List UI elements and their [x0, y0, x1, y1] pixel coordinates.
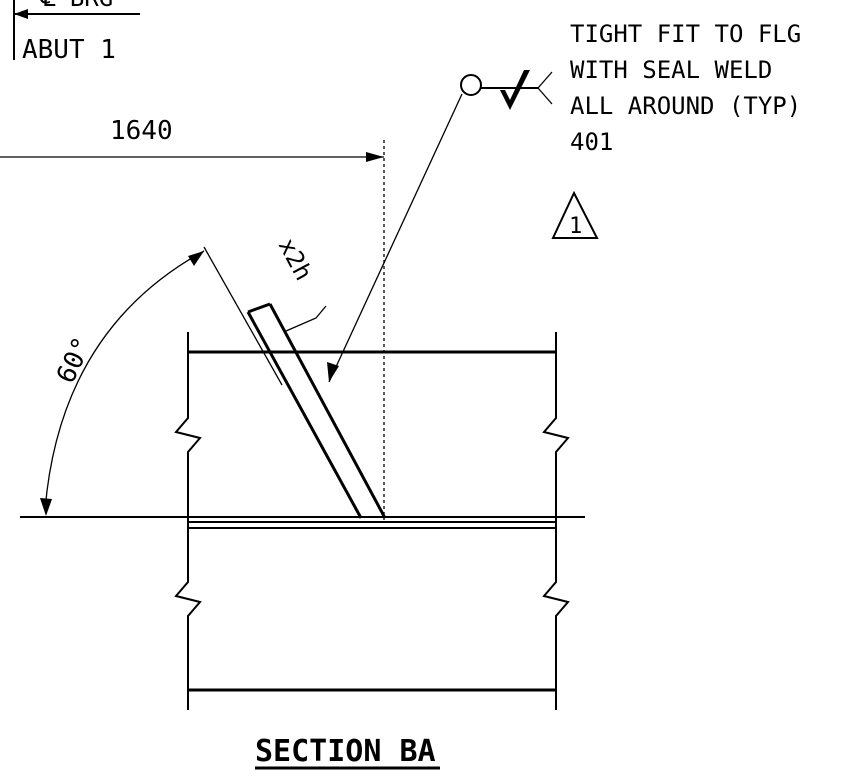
- weld-note: TIGHT FIT TO FLG WITH SEAL WELD ALL AROU…: [570, 20, 801, 156]
- weld-leader-arrowhead: [327, 362, 339, 382]
- inclined-stiffener: x2h: [246, 234, 387, 519]
- reference-label-abutment: ABUT 1: [22, 35, 116, 65]
- section-title-text: SECTION BA: [255, 734, 436, 769]
- reference-label-top: ℄ BRG: [39, 0, 113, 12]
- angle-dimension: 60°: [40, 246, 283, 516]
- weld-all-around-icon: [460, 74, 482, 96]
- weld-note-line-3: ALL AROUND (TYP): [570, 92, 801, 120]
- dimension-value: 1640: [110, 116, 173, 146]
- fillet-weld-icon: [500, 70, 530, 110]
- stiffener-top-end: [247, 302, 271, 314]
- weld-leader-line: [328, 93, 463, 383]
- girder: [20, 332, 585, 710]
- reference-arrowhead: [14, 9, 28, 19]
- angle-arrowhead-top: [188, 251, 204, 266]
- weld-note-line-1: TIGHT FIT TO FLG: [570, 20, 801, 48]
- stiffener-thickness-leader: [285, 305, 327, 332]
- revision-number: 1: [569, 214, 582, 239]
- revision-triangle-icon: [551, 190, 599, 239]
- right-web-edge: [542, 332, 570, 710]
- angle-arc: [44, 250, 205, 511]
- horizontal-dimension: 1640: [0, 116, 385, 520]
- weld-tail-icon: [537, 71, 553, 105]
- dimension-arrowhead: [366, 152, 384, 162]
- weld-note-line-4: 401: [570, 128, 613, 156]
- weld-note-line-2: WITH SEAL WELD: [570, 56, 772, 84]
- reference-marker: ℄ BRG ABUT 1: [13, 0, 140, 65]
- left-web-edge: [174, 332, 202, 710]
- angle-extension-line: [203, 246, 283, 386]
- angle-arrowhead-bottom: [40, 498, 52, 516]
- stiffener-thickness-label: x2h: [273, 234, 318, 285]
- weld-symbol: [327, 70, 553, 383]
- angle-value: 60°: [51, 333, 98, 388]
- stiffener-edge-right: [268, 303, 387, 519]
- stiffener-edge-left: [246, 311, 363, 519]
- section-title: SECTION BA: [255, 734, 440, 770]
- revision-triangle: 1: [551, 190, 599, 239]
